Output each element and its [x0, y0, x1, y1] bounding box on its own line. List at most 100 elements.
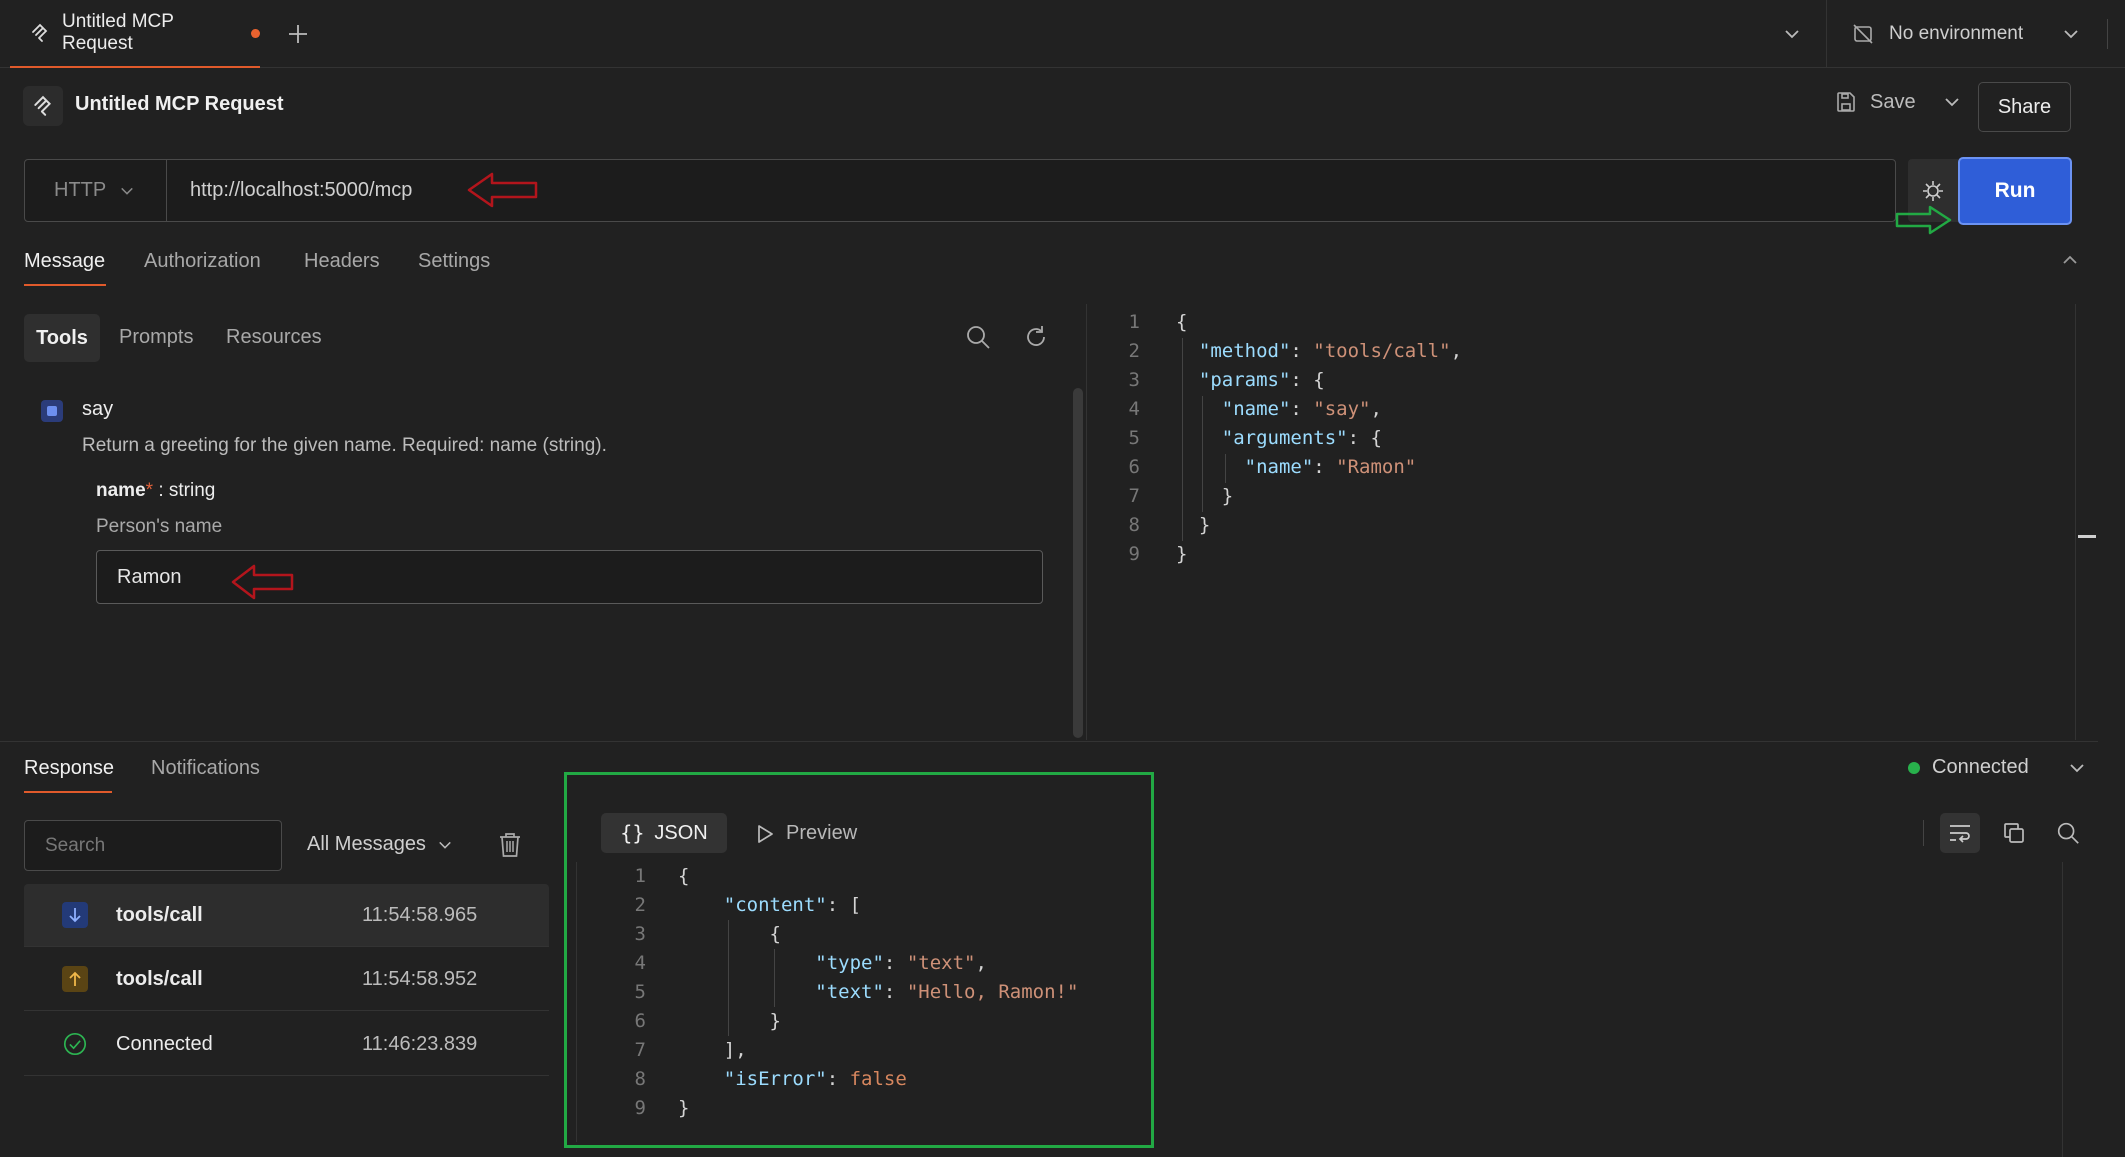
tab-response[interactable]: Response [24, 757, 115, 779]
search-response-icon[interactable] [2048, 813, 2088, 853]
request-type-icon [23, 86, 63, 126]
tab-message-underline [24, 284, 106, 286]
tab-title: Untitled MCP Request [62, 11, 174, 54]
subtab-prompts[interactable]: Prompts [119, 326, 194, 348]
annotation-arrow-left-icon [466, 170, 540, 210]
wrap-lines-icon[interactable] [1940, 813, 1980, 853]
request-title[interactable]: Untitled MCP Request [75, 93, 284, 115]
environment-label: No environment [1889, 23, 2024, 44]
message-row[interactable]: tools/call 11:54:58.965 [24, 884, 549, 947]
indent-guide [774, 949, 775, 1007]
messages-search-input[interactable]: Search [24, 820, 282, 871]
mcp-icon [30, 23, 50, 43]
annotation-highlight-box [564, 772, 1154, 1148]
message-row[interactable]: tools/call 11:54:58.952 [24, 948, 549, 1011]
connection-settings-button[interactable] [1908, 159, 1958, 222]
connection-status-label: Connected [1932, 756, 2029, 778]
subtab-tools[interactable]: Tools [24, 314, 100, 362]
share-button[interactable]: Share [1978, 82, 2071, 132]
response-json-viewer[interactable]: { "content": [ { "type": "text", "text":… [678, 865, 1079, 1119]
environment-chevron-down-icon [2061, 26, 2081, 42]
tool-select-checkbox[interactable] [41, 400, 63, 422]
param-name: name [96, 480, 146, 501]
save-chevron-down-icon[interactable] [1942, 94, 1962, 110]
tab-settings[interactable]: Settings [418, 250, 491, 272]
tool-name: say [82, 398, 114, 420]
no-environment-icon [1851, 22, 1875, 46]
param-type: : string [153, 480, 216, 501]
run-button[interactable]: Run [1958, 157, 2072, 225]
protocol-select[interactable]: HTTP [24, 159, 167, 222]
tab-headers[interactable]: Headers [304, 250, 380, 272]
request-line-numbers: 1 2 3 4 5 6 7 8 9 [1128, 311, 1140, 565]
incoming-arrow-down-icon [62, 902, 88, 928]
message-time: 11:54:58.952 [362, 967, 478, 990]
view-tab-json[interactable]: {} JSON [601, 813, 727, 853]
refresh-icon[interactable] [1022, 323, 1050, 351]
url-input[interactable]: http://localhost:5000/mcp [190, 179, 413, 201]
protocol-label: HTTP [54, 179, 107, 201]
indent-guide [1225, 454, 1226, 483]
url-bar [24, 159, 1896, 222]
editor-scroll-edge [2075, 304, 2076, 740]
message-row[interactable]: Connected 11:46:23.839 [24, 1013, 549, 1076]
message-label: tools/call [116, 967, 203, 990]
status-dot [1908, 761, 1920, 774]
tab-notifications[interactable]: Notifications [151, 757, 260, 779]
request-json-editor[interactable]: { "method": "tools/call", "params": { "n… [1176, 311, 1463, 565]
tab-bar [0, 0, 2125, 68]
copy-icon[interactable] [1994, 813, 2034, 853]
save-button[interactable]: Save [1834, 90, 1962, 114]
scroll-marker[interactable] [2078, 535, 2096, 538]
view-tab-preview[interactable]: Preview [756, 822, 857, 845]
tabs-chevron-down-icon[interactable] [1782, 26, 1802, 42]
save-label: Save [1870, 90, 1916, 113]
tab-message[interactable]: Message [24, 250, 106, 272]
response-toolbar [1940, 813, 2088, 853]
view-tab-json-label: JSON [654, 821, 708, 844]
environment-selector[interactable]: No environment [1826, 0, 2125, 68]
protocol-chevron-down-icon [118, 184, 136, 198]
param-description: Person's name [96, 516, 223, 537]
outgoing-arrow-up-icon [62, 966, 88, 992]
unsaved-dot [251, 28, 260, 38]
tab-untitled-mcp-request[interactable]: Untitled MCP Request [10, 0, 260, 68]
message-label: Connected [116, 1032, 213, 1055]
indent-guide [1202, 396, 1203, 512]
messages-filter-select[interactable]: All Messages [307, 833, 454, 856]
pane-divider[interactable] [1086, 304, 1087, 740]
message-time: 11:46:23.839 [362, 1032, 478, 1055]
braces-icon: {} [620, 821, 645, 845]
plug-icon [1920, 178, 1946, 204]
divider [2107, 19, 2109, 49]
annotation-arrow-left-icon [230, 562, 296, 602]
save-icon [1834, 90, 1858, 114]
status-chevron-down-icon [2067, 760, 2087, 776]
filter-chevron-down-icon [436, 838, 454, 852]
panel-divider[interactable] [0, 741, 2098, 742]
message-label: tools/call [116, 903, 203, 926]
response-line-numbers: 1 2 3 4 5 6 7 8 9 [634, 865, 646, 1119]
view-tab-preview-label: Preview [786, 822, 858, 844]
tools-scrollbar[interactable] [1073, 388, 1083, 738]
new-tab-plus-icon[interactable] [286, 22, 310, 46]
subtab-resources[interactable]: Resources [226, 326, 322, 348]
tab-authorization[interactable]: Authorization [144, 250, 261, 272]
connection-status[interactable]: Connected [1908, 756, 2087, 779]
param-required-mark: * [145, 480, 154, 501]
trash-icon[interactable] [497, 831, 523, 859]
collapse-chevron-up-icon[interactable] [2060, 252, 2080, 268]
message-time: 11:54:58.965 [362, 903, 478, 926]
response-scroll-edge [2062, 862, 2063, 1157]
annotation-arrow-right-icon [1894, 204, 1954, 236]
tab-response-underline [24, 791, 112, 793]
play-icon [756, 824, 774, 844]
param-label: name* : string [96, 480, 215, 502]
search-icon[interactable] [964, 323, 992, 351]
indent-guide [1182, 338, 1183, 541]
divider [1923, 820, 1924, 846]
check-circle-icon [62, 1031, 88, 1057]
response-gutter-edge [576, 862, 577, 1142]
filter-label: All Messages [307, 833, 426, 855]
indent-guide [728, 920, 729, 1036]
